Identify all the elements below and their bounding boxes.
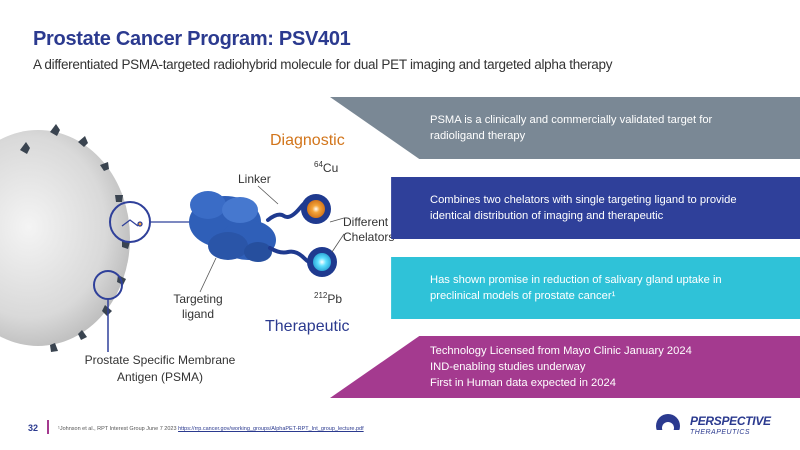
chelators-label: Different Chelators (343, 215, 394, 245)
cu-mass-number: 64 (314, 160, 323, 169)
targeting-line-1: Targeting (173, 292, 223, 306)
diagnostic-label: Diagnostic (270, 132, 345, 149)
perspective-logo-icon (656, 414, 680, 440)
cu-symbol: Cu (322, 161, 339, 175)
panel-4-line-1: Technology Licensed from Mayo Clinic Jan… (430, 345, 692, 357)
page-subtitle: A differentiated PSMA-targeted radiohybr… (33, 57, 613, 72)
panel-4-line-2: IND-enabling studies underway (430, 361, 586, 373)
pb-isotope (313, 253, 331, 271)
linker-label: Linker (238, 172, 271, 186)
therapeutic-label: Therapeutic (265, 318, 350, 335)
footnote-link[interactable]: https://rrp.cancer.gov/working_groups/Al… (178, 426, 364, 432)
cu-isotope (307, 200, 325, 218)
cu-isotope-label: 64Cu (314, 160, 338, 175)
psma-line-2: Antigen (PSMA) (116, 370, 204, 384)
footnote-text: ¹Johnson et al., RPT Interest Group June… (58, 426, 179, 432)
panel-salivary-gland: Has shown promise in reduction of saliva… (391, 257, 800, 319)
page-number: 32 (28, 423, 39, 433)
panel-2-line-1: Combines two chelators with single targe… (430, 194, 737, 206)
footnote: ¹Johnson et al., RPT Interest Group June… (58, 426, 364, 432)
logo-subtitle: THERAPEUTICS (690, 429, 751, 436)
psma-label: Prostate Specific Membrane Antigen (PSMA… (70, 352, 250, 386)
targeting-ligand-label: Targeting ligand (166, 292, 230, 322)
panel-3-line-2: preclinical models of prostate cancer¹ (430, 290, 616, 302)
panel-validated-target: PSMA is a clinically and commercially va… (330, 97, 800, 159)
footer-divider (47, 420, 49, 434)
logo-name: PERSPECTIVE (690, 414, 771, 428)
ligand-on-cell (121, 219, 143, 227)
pb-isotope-label: 212Pb (314, 291, 342, 306)
panel-1-line-2: radioligand therapy (430, 130, 526, 142)
pb-symbol: Pb (327, 292, 343, 306)
targeting-line-2: ligand (181, 307, 215, 321)
panel-1-line-1: PSMA is a clinically and commercially va… (430, 114, 713, 126)
cell-illustration (0, 130, 130, 346)
chelators-line-2: Chelators (343, 230, 395, 244)
protein-blob (189, 191, 276, 262)
panel-two-chelators: Combines two chelators with single targe… (391, 177, 800, 239)
chelators-line-1: Different (343, 215, 389, 229)
panel-4-line-3: First in Human data expected in 2024 (430, 377, 616, 389)
panel-licensing: Technology Licensed from Mayo Clinic Jan… (330, 336, 800, 398)
panel-2-line-2: identical distribution of imaging and th… (430, 210, 664, 222)
page-title: Prostate Cancer Program: PSV401 (33, 28, 351, 50)
cell-receptors (20, 124, 130, 352)
pb-mass-number: 212 (314, 291, 328, 300)
panel-3-line-1: Has shown promise in reduction of saliva… (430, 274, 722, 286)
psma-line-1: Prostate Specific Membrane (84, 353, 236, 367)
